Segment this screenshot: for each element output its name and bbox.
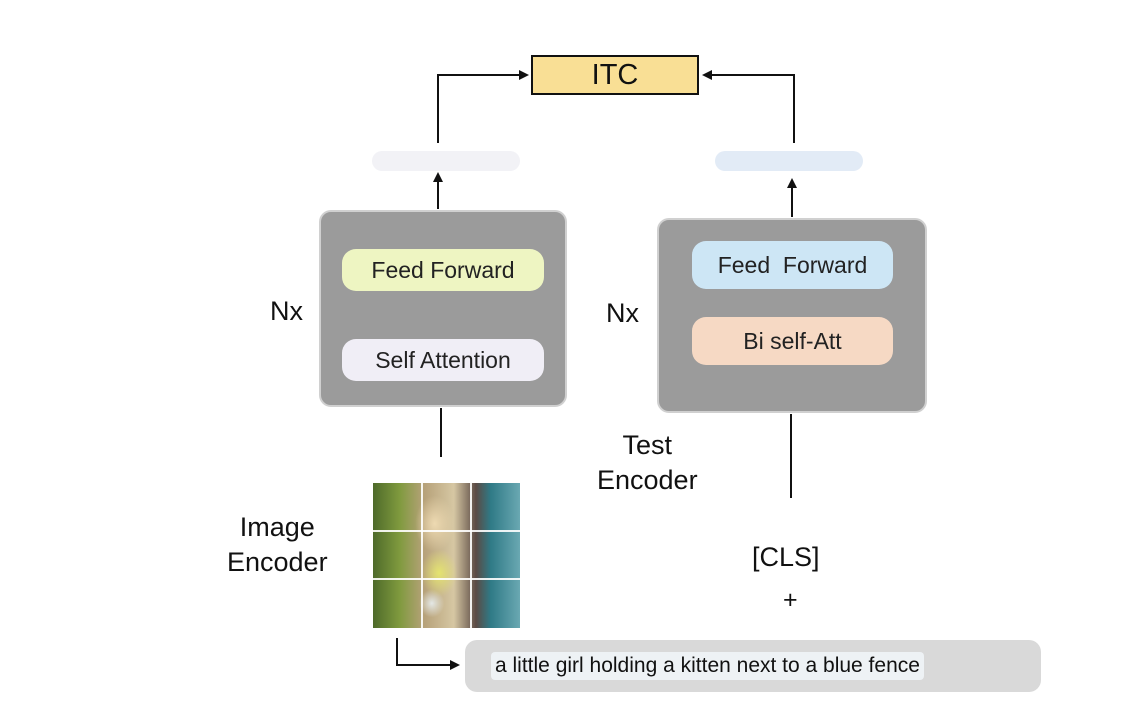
itc-label: ITC bbox=[591, 58, 639, 91]
image-encoder-title-line2: Encoder bbox=[227, 547, 328, 578]
plus-sign: + bbox=[783, 586, 798, 614]
text-encoder-repeat-label: Nx bbox=[606, 298, 639, 328]
image-self-attention-layer: Self Attention bbox=[342, 339, 544, 381]
text-feed-forward-layer: Feed Forward bbox=[692, 241, 893, 289]
image-to-caption-arrow bbox=[396, 638, 460, 670]
itc-box: ITC bbox=[531, 55, 699, 95]
text-to-itc-arrow bbox=[702, 70, 795, 143]
text-encoder-title-line1: Test bbox=[622, 430, 673, 460]
image-feed-forward-layer: Feed Forward bbox=[342, 249, 544, 291]
text-embedding-bar bbox=[715, 151, 863, 171]
image-embedding-bar bbox=[372, 151, 520, 171]
input-image-patches bbox=[373, 483, 520, 628]
text-encoder-title: Test Encoder bbox=[597, 428, 698, 498]
image-encoder-title: Image Encoder bbox=[227, 510, 328, 580]
caption-box: a little girl holding a kitten next to a… bbox=[465, 640, 1041, 692]
image-to-itc-arrow bbox=[437, 70, 529, 143]
text-encoder-title-line2: Encoder bbox=[597, 465, 698, 496]
image-encoder-title-line1: Image bbox=[239, 512, 315, 542]
cls-token-label: [CLS] bbox=[752, 542, 820, 572]
text-bi-self-att-layer: Bi self-Att bbox=[692, 317, 893, 365]
image-encoder-repeat-label: Nx bbox=[270, 296, 303, 326]
caption-text: a little girl holding a kitten next to a… bbox=[491, 652, 924, 680]
